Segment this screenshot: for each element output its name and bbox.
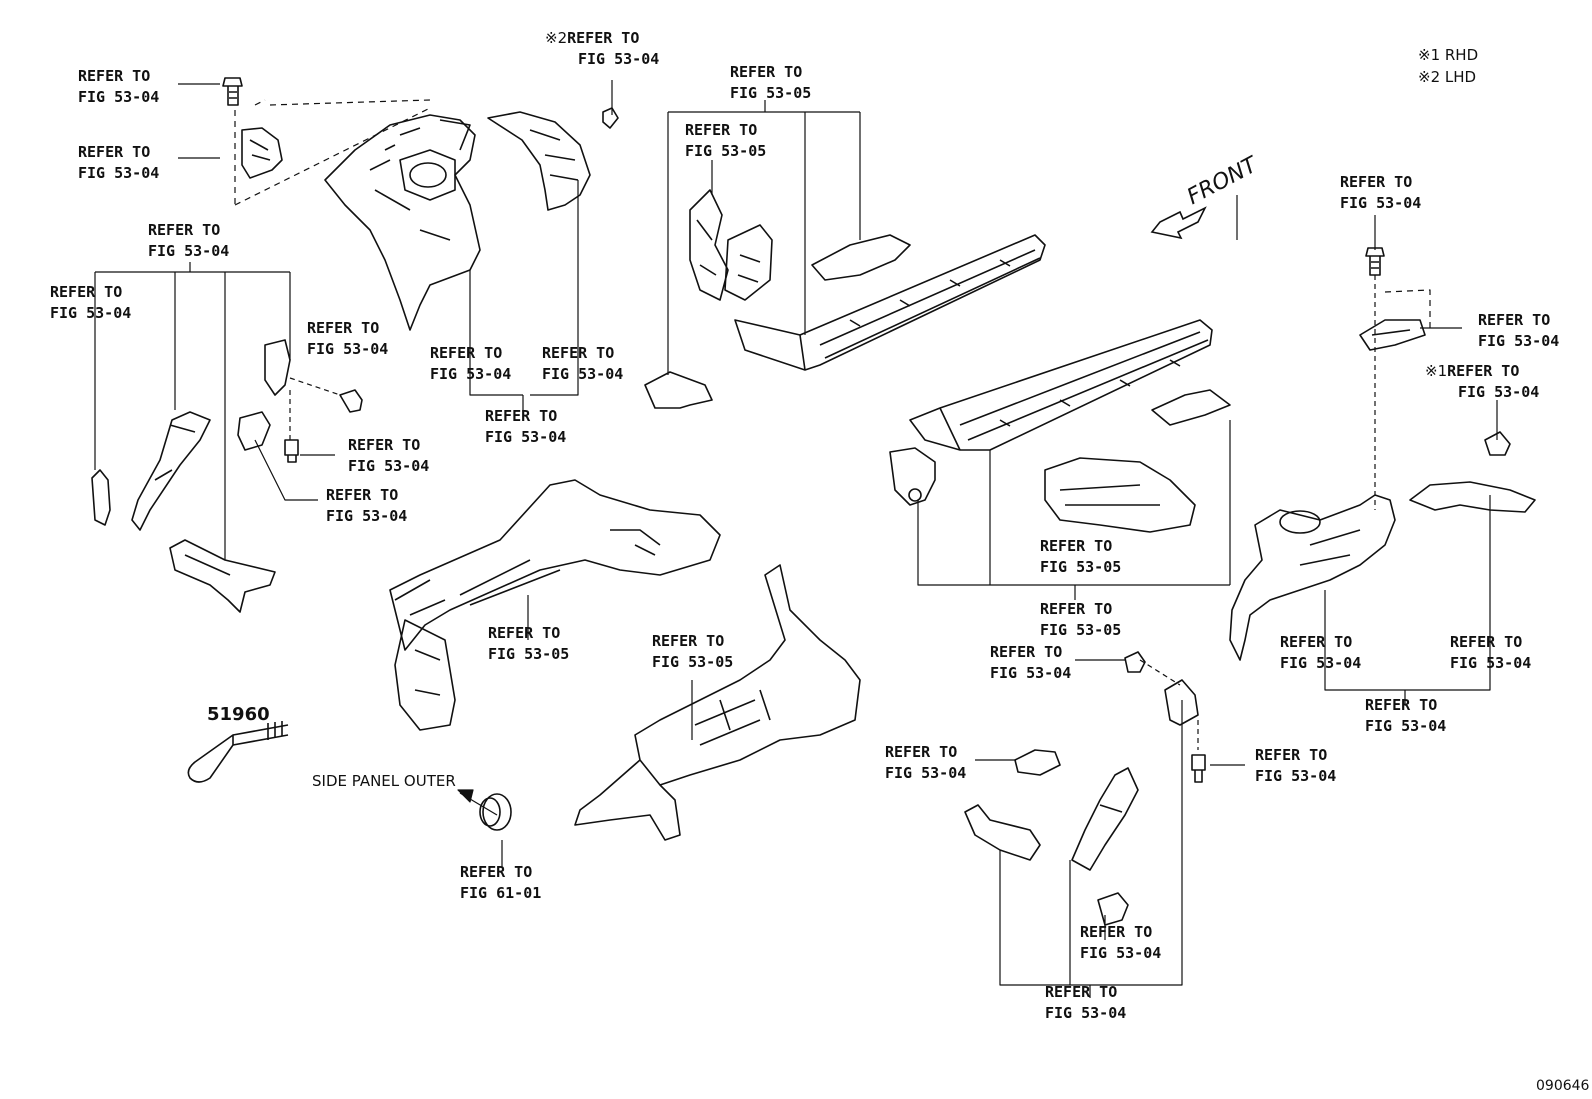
bracket-right-small: [1014, 749, 1061, 776]
rocker-sill-lower: [909, 319, 1213, 451]
bracket-small-top: [644, 371, 713, 409]
rail-left-c: [169, 539, 276, 613]
rocker-sill-upper: [734, 234, 1046, 371]
bracket-right-top: [1359, 319, 1426, 351]
bracket-lower-sill-left: [889, 447, 936, 506]
bracket-right-mid: [1164, 679, 1199, 726]
part-number: 51960: [207, 704, 270, 725]
wheelhouse-liner: [487, 111, 591, 211]
clip-top: [602, 107, 619, 129]
bolt-top-left: [222, 77, 243, 106]
drawing-ref: 090646: [1536, 1078, 1590, 1094]
bolt-right-low: [1191, 754, 1206, 783]
bracket-left-upper: [264, 339, 291, 396]
rail-left-a: [91, 469, 111, 526]
bracket-mid-b: [724, 224, 773, 301]
bracket-mid-a: [689, 189, 729, 301]
side-member-ext: [1044, 457, 1196, 533]
dashed-guides: [234, 99, 1431, 330]
bracket-top-left: [241, 127, 283, 179]
bolt-right-top: [1365, 247, 1385, 276]
floor-bracket-top: [811, 234, 911, 281]
front-side-member-2: [574, 564, 861, 841]
legend-rhd: ※1 RHD: [1418, 46, 1479, 64]
rail-right-b: [1071, 767, 1139, 871]
wheelhouse-liner-right: [1409, 481, 1536, 513]
rail-left-b: [131, 411, 211, 531]
front-side-member: [389, 479, 721, 731]
clip-right: [1484, 431, 1511, 456]
bracket-right-low: [1097, 892, 1129, 926]
bolt-left-a: [339, 389, 363, 413]
bracket-left-lower: [237, 411, 271, 451]
side-panel-note: SIDE PANEL OUTER: [312, 772, 456, 790]
plug-grommet: [479, 793, 512, 831]
wheel-apron-right: [1229, 494, 1396, 661]
wheel-apron-left: [324, 114, 481, 331]
bolt-left-b: [284, 439, 299, 463]
tool-51960: [187, 721, 289, 783]
leader-lines: [94, 80, 1498, 998]
rail-right-a: [964, 804, 1041, 861]
bolt-right-mid: [1124, 651, 1146, 673]
floor-bracket-right: [1151, 389, 1231, 426]
legend: ※1 RHD ※2 LHD: [1418, 44, 1478, 88]
legend-lhd: ※2 LHD: [1418, 68, 1477, 86]
